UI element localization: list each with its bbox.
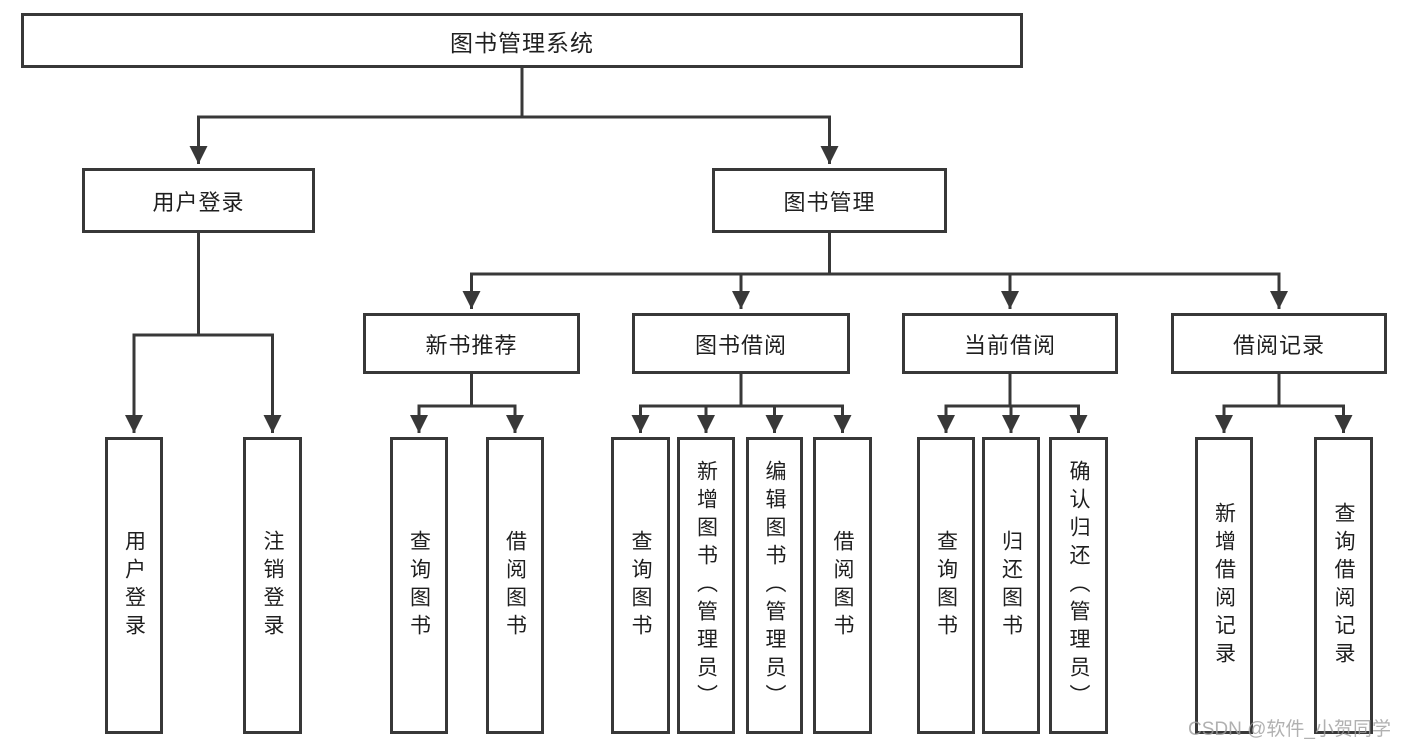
leaf-add-book-admin: 新增图书（管理员） <box>677 437 735 734</box>
leaf-label: 借阅图书 <box>503 529 527 642</box>
node-current-borrow-label: 当前借阅 <box>963 332 1056 358</box>
node-user-login: 用户登录 <box>82 168 315 233</box>
leaf-label: 新增借阅记录 <box>1212 501 1236 670</box>
leaf-add-borrow-record: 新增借阅记录 <box>1195 437 1253 734</box>
node-book-management: 图书管理 <box>712 168 947 233</box>
node-new-book-recommend-label: 新书推荐 <box>425 332 518 358</box>
leaf-borrow-book: 借阅图书 <box>486 437 544 734</box>
leaf-label: 新增图书（管理员） <box>694 459 718 712</box>
leaf-logout: 注销登录 <box>243 437 302 734</box>
leaf-label: 归还图书 <box>999 529 1023 642</box>
leaf-query-book: 查询图书 <box>611 437 670 734</box>
leaf-label: 确认归还（管理员） <box>1067 459 1090 712</box>
leaf-label: 编辑图书（管理员） <box>763 459 786 712</box>
leaf-query-borrow-record: 查询借阅记录 <box>1314 437 1373 734</box>
node-root-system: 图书管理系统 <box>21 13 1023 68</box>
node-book-borrow: 图书借阅 <box>632 313 850 374</box>
leaf-confirm-return-admin: 确认归还（管理员） <box>1049 437 1108 734</box>
leaf-return-book: 归还图书 <box>982 437 1040 734</box>
leaf-label: 查询图书 <box>934 529 958 642</box>
node-borrow-record: 借阅记录 <box>1171 313 1387 374</box>
leaf-label: 查询图书 <box>407 529 431 642</box>
leaf-label: 查询图书 <box>629 529 652 642</box>
leaf-edit-book-admin: 编辑图书（管理员） <box>746 437 803 734</box>
leaf-label: 借阅图书 <box>831 529 854 642</box>
csdn-watermark: CSDN @软件_小贺同学 <box>1188 719 1391 740</box>
leaf-query-book: 查询图书 <box>390 437 448 734</box>
leaf-borrow-book: 借阅图书 <box>813 437 872 734</box>
node-new-book-recommend: 新书推荐 <box>363 313 580 374</box>
node-current-borrow: 当前借阅 <box>902 313 1118 374</box>
leaf-query-book: 查询图书 <box>917 437 975 734</box>
node-borrow-record-label: 借阅记录 <box>1232 332 1325 358</box>
leaf-label: 注销登录 <box>261 529 284 642</box>
node-root-label: 图书管理系统 <box>450 29 594 56</box>
leaf-label: 查询借阅记录 <box>1332 501 1355 670</box>
leaf-label: 用户登录 <box>122 529 146 642</box>
node-book-borrow-label: 图书借阅 <box>694 332 787 358</box>
leaf-user-login: 用户登录 <box>105 437 163 734</box>
node-book-management-label: 图书管理 <box>783 189 876 215</box>
node-user-login-label: 用户登录 <box>152 189 245 215</box>
